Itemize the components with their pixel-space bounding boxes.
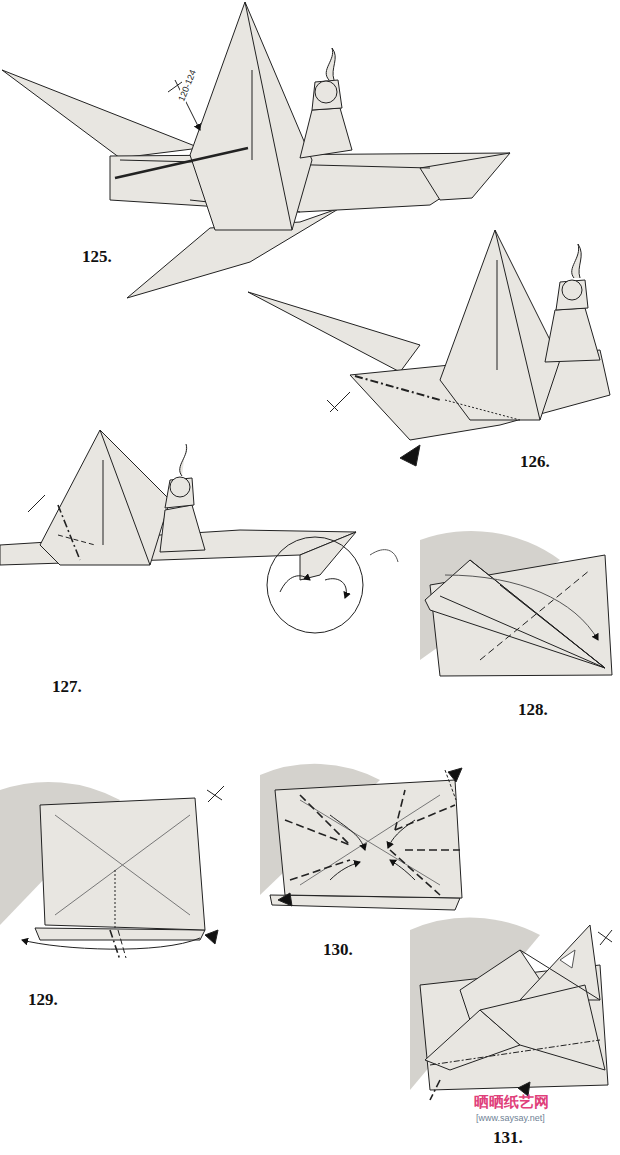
step-number-box: 128. (518, 700, 548, 720)
step-number: 128. (518, 700, 548, 719)
watermark-url: [www.saysay.net] (476, 1113, 545, 1123)
step-number-box: 130. (323, 940, 353, 960)
step-number-box: 126. (520, 452, 550, 472)
dimension-label: 120-124 (176, 68, 198, 102)
step-number: 125. (82, 247, 112, 266)
watermark: 晒晒纸艺网 (474, 1093, 549, 1111)
step-number-box: 127. (52, 677, 82, 697)
step-number: 126. (520, 452, 550, 471)
step-number: 130. (323, 940, 353, 959)
dimension-label-box: 120-124 (176, 68, 198, 104)
step-number: 127. (52, 677, 82, 696)
step-number-box: 125. (82, 247, 112, 267)
step-number-box: 129. (28, 990, 58, 1010)
step-number: 129. (28, 990, 58, 1009)
watermark-box: 晒晒纸艺网 (474, 1093, 549, 1112)
step-number: 131. (493, 1128, 523, 1147)
step-number-box: 131. (493, 1128, 523, 1148)
watermark-url-box: [www.saysay.net] (476, 1113, 545, 1123)
